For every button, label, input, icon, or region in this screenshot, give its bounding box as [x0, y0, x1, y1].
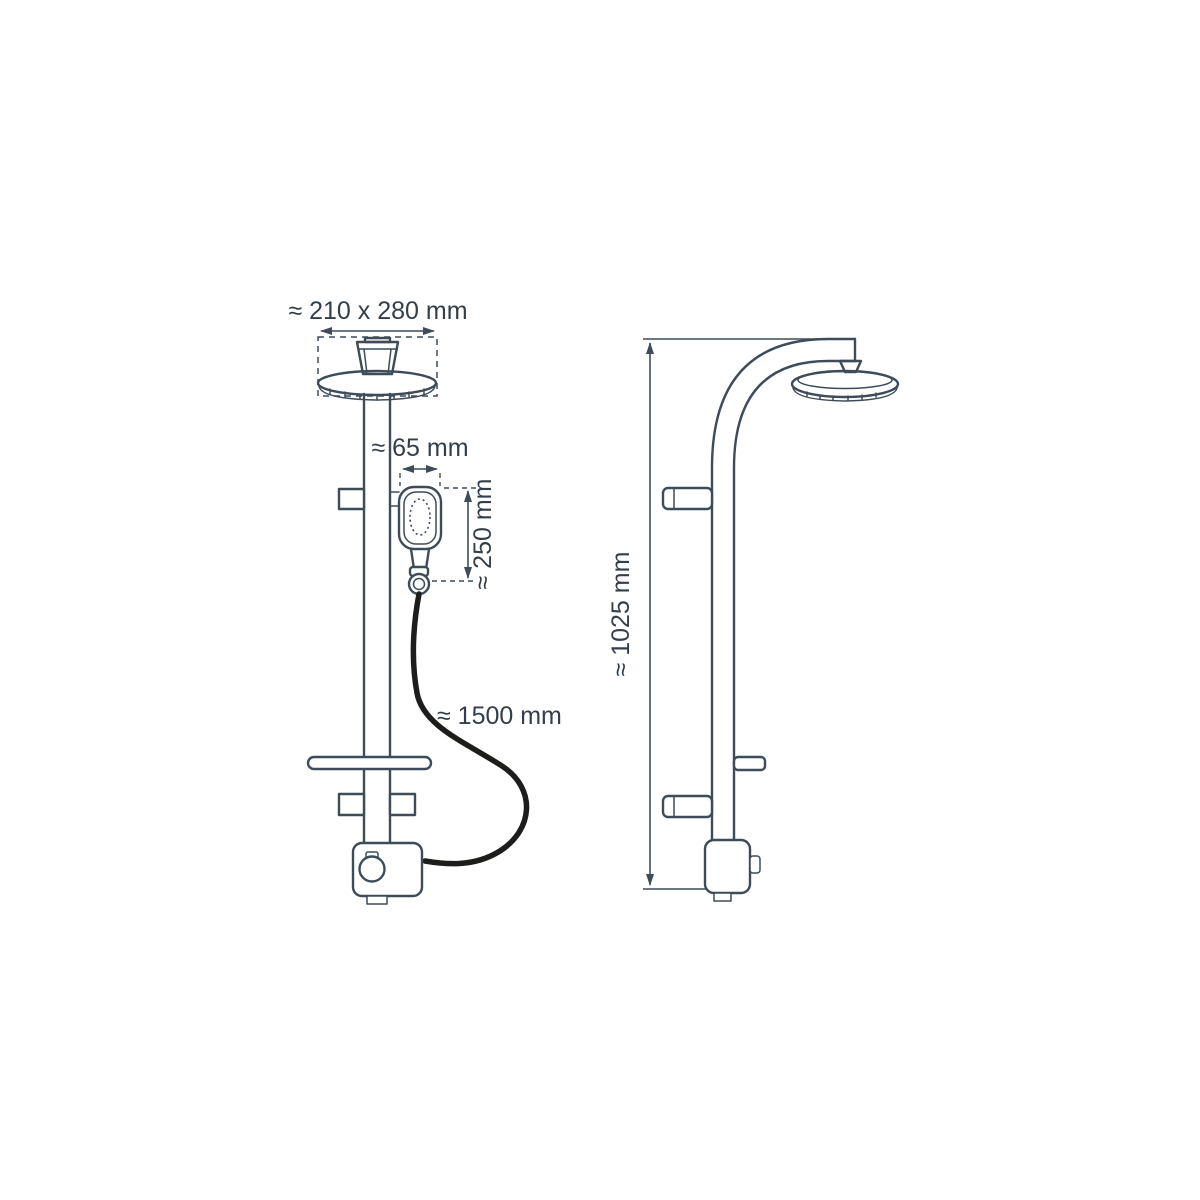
- soap-dish-side: [732, 755, 767, 772]
- shower-hose: [410, 591, 530, 867]
- dim-hand-shower-width-label: ≈ 65 mm: [371, 434, 468, 462]
- hand-shower: [397, 485, 443, 596]
- dim-total-height: ≈ 1025 mm: [607, 338, 820, 890]
- shower-column-side: [710, 337, 857, 891]
- rain-shower-head-front: [316, 336, 438, 401]
- wall-bracket-lower-left-front: [337, 792, 366, 817]
- diverter-unit-side: [703, 838, 761, 902]
- dim-head-plate: ≈ 210 x 280 mm: [288, 297, 468, 397]
- head-nozzles: [329, 388, 425, 401]
- soap-dish-front: [306, 755, 433, 771]
- wall-bracket-upper-side: [661, 486, 714, 511]
- wall-bracket-lower-side: [661, 794, 714, 819]
- dim-head-plate-label: ≈ 210 x 280 mm: [288, 297, 467, 325]
- wall-bracket-upper-front: [337, 487, 366, 511]
- dim-hand-shower-width: ≈ 65 mm: [371, 434, 469, 486]
- wall-bracket-lower-right-front: [388, 792, 417, 817]
- head-disc-rim-side: [792, 387, 898, 402]
- hand-shower-holder: [389, 491, 400, 507]
- dim-hand-shower-length-label: ≈ 250 mm: [469, 479, 497, 590]
- rain-shower-head-side: [790, 359, 900, 402]
- hand-shower-spray-face: [409, 498, 431, 536]
- head-bounding-box: [317, 336, 438, 397]
- head-cone: [355, 340, 400, 376]
- side-view: ≈ 1025 mm: [607, 337, 900, 902]
- diverter-body-side: [703, 838, 752, 895]
- outlet-stub-side: [713, 892, 732, 902]
- outlet-stub-front: [366, 895, 388, 905]
- diverter-knob-front: [358, 855, 386, 883]
- dim-total-height-label: ≈ 1025 mm: [607, 552, 635, 677]
- diverter-unit-front: [351, 841, 424, 905]
- head-nozzles-side: [806, 391, 877, 401]
- dim-hand-shower-length: ≈ 250 mm: [432, 479, 497, 590]
- dim-hose-length-label: ≈ 1500 mm: [437, 702, 562, 730]
- hand-shower-ring: [407, 572, 431, 596]
- front-view: ≈ 210 x 280 mm: [288, 297, 562, 905]
- diverter-knob-side: [749, 855, 761, 874]
- hand-shower-head: [397, 485, 443, 551]
